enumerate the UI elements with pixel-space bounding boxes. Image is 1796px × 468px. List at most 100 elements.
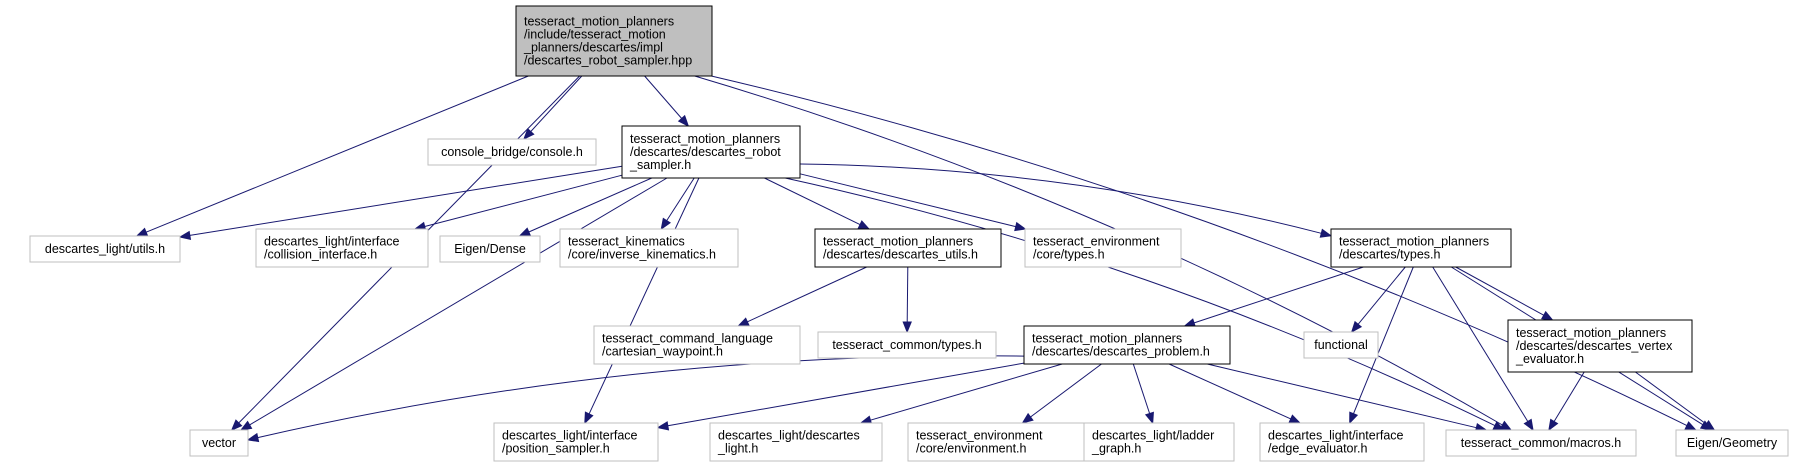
node-desc_problem[interactable]: tesseract_motion_planners/descartes/desc…	[1023, 325, 1231, 365]
edge-arrowhead	[1684, 421, 1698, 431]
node-box	[1303, 331, 1379, 359]
node-eigen_dense[interactable]: Eigen/Dense	[439, 235, 541, 263]
node-cart_wp[interactable]: tesseract_command_language/cartesian_way…	[593, 325, 801, 365]
node-label-line: /descartes_robot_sampler.hpp	[524, 54, 692, 68]
edge-desc_problem-to-env_env	[1021, 363, 1102, 424]
node-desc_types[interactable]: tesseract_motion_planners/descartes/type…	[1330, 228, 1512, 268]
node-label-line: /core/types.h	[1033, 248, 1105, 262]
edge-line	[1132, 363, 1151, 414]
edge-line	[694, 75, 1503, 426]
node-label-line: /edge_evaluator.h	[1268, 442, 1367, 456]
edge-desc_problem-to-pos_sampler	[656, 362, 1025, 431]
node-box	[1675, 429, 1789, 457]
node-label-line: /descartes/descartes_utils.h	[823, 248, 978, 262]
node-label-line: /descartes/descartes_problem.h	[1032, 345, 1210, 359]
edge-vertex_eval-to-macros	[1548, 371, 1585, 432]
edge-root-to-sampler_h	[644, 75, 690, 128]
node-pos_sampler[interactable]: descartes_light/interface/position_sampl…	[493, 422, 659, 462]
edge-sampler_h-to-collision	[413, 174, 623, 231]
node-eigen_geom[interactable]: Eigen/Geometry	[1675, 429, 1789, 457]
edges-layer	[135, 75, 1716, 443]
edge-line	[1432, 266, 1529, 422]
node-box	[515, 5, 713, 77]
edge-line	[747, 266, 867, 323]
node-root: tesseract_motion_planners/include/tesser…	[515, 5, 713, 77]
node-vector[interactable]: vector	[189, 429, 249, 457]
node-label-line: tesseract_motion_planners	[1516, 326, 1666, 340]
edge-line	[870, 363, 1063, 421]
edge-sampler_h-to-env_types	[799, 173, 1027, 232]
node-box	[1023, 325, 1231, 365]
nodes-layer: tesseract_motion_planners/include/tesser…	[29, 5, 1789, 462]
node-collision[interactable]: descartes_light/interface/collision_inte…	[255, 228, 429, 268]
edge-line	[145, 75, 529, 233]
edge-line	[1455, 266, 1544, 316]
node-desc_light[interactable]: descartes_light/descartes_light.h	[709, 422, 883, 462]
node-box	[439, 235, 541, 263]
edge-sampler_h-to-desc_utils	[764, 177, 871, 230]
node-console[interactable]: console_bridge/console.h	[427, 138, 597, 166]
node-inv_kin[interactable]: tesseract_kinematics/core/inverse_kinema…	[559, 228, 739, 268]
edge-desc_types-to-vertex_eval	[1455, 266, 1554, 321]
edge-desc_utils-to-common_types	[902, 266, 912, 334]
edge-arrowhead	[1703, 420, 1716, 431]
node-common_types[interactable]: tesseract_common/types.h	[817, 331, 997, 359]
edge-desc_types-to-edge_eval	[1349, 266, 1414, 425]
node-env_types[interactable]: tesseract_environment/core/types.h	[1024, 228, 1182, 268]
edge-line	[1635, 371, 1707, 425]
node-vertex_eval[interactable]: tesseract_motion_planners/descartes/desc…	[1507, 319, 1693, 373]
edge-arrowhead	[660, 217, 671, 231]
node-label-line: _evaluator.h	[1515, 352, 1584, 366]
edge-arrowhead	[857, 220, 871, 230]
edge-sampler_h-to-inv_kin	[660, 177, 695, 231]
node-label-line: descartes_light/interface	[264, 235, 400, 249]
node-box	[907, 422, 1087, 462]
edge-desc_problem-to-ladder	[1132, 363, 1154, 425]
node-edge_eval[interactable]: descartes_light/interface/edge_evaluator…	[1259, 422, 1425, 462]
edge-arrowhead	[135, 227, 149, 237]
node-label-line: _planners/descartes/impl	[523, 41, 663, 55]
node-env_env[interactable]: tesseract_environment/core/environment.h	[907, 422, 1087, 462]
node-label-line: _sampler.h	[629, 158, 691, 172]
node-label-line: descartes_light/utils.h	[45, 242, 165, 256]
node-label-line: /core/environment.h	[916, 442, 1027, 456]
edge-arrowhead	[1499, 420, 1513, 431]
node-desc_utils[interactable]: tesseract_motion_planners/descartes/desc…	[814, 228, 1002, 268]
node-label-line: _graph.h	[1091, 442, 1141, 456]
node-box	[1507, 319, 1693, 373]
edge-line	[799, 173, 1016, 228]
edge-arrowhead	[737, 317, 750, 327]
edge-line	[1168, 363, 1292, 420]
edge-line	[1193, 266, 1364, 324]
node-label-line: /cartesian_waypoint.h	[602, 345, 723, 359]
node-functional[interactable]: functional	[1303, 331, 1379, 359]
node-box	[1083, 422, 1235, 462]
node-label-line: tesseract_motion_planners	[524, 15, 674, 29]
node-utils_h[interactable]: descartes_light/utils.h	[29, 235, 181, 263]
edge-line	[1207, 363, 1477, 429]
edge-line	[799, 163, 1322, 234]
edge-line	[667, 362, 1025, 427]
node-box	[709, 422, 883, 462]
edge-arrowhead	[1523, 418, 1534, 432]
edge-arrowhead	[1349, 411, 1359, 425]
edge-arrowhead	[239, 420, 253, 431]
node-label-line: tesseract_environment	[1033, 235, 1160, 249]
edge-line	[644, 75, 683, 119]
node-label-line: console_bridge/console.h	[441, 145, 583, 159]
node-label-line: tesseract_common/macros.h	[1461, 436, 1622, 450]
edge-arrowhead	[902, 321, 912, 334]
node-label-line: tesseract_command_language	[602, 332, 773, 346]
node-label-line: descartes_light/descartes	[718, 429, 860, 443]
node-ladder[interactable]: descartes_light/ladder_graph.h	[1083, 422, 1235, 462]
edge-root-to-macros	[694, 75, 1513, 431]
edge-line	[1357, 266, 1406, 325]
node-sampler_h[interactable]: tesseract_motion_planners/descartes/desc…	[621, 125, 801, 179]
edge-sampler_h-to-desc_types	[799, 163, 1333, 238]
edge-line	[189, 165, 623, 236]
node-macros[interactable]: tesseract_common/macros.h	[1445, 429, 1637, 457]
edge-line	[528, 177, 653, 233]
node-box	[817, 331, 997, 359]
edge-arrowhead	[1144, 411, 1154, 425]
